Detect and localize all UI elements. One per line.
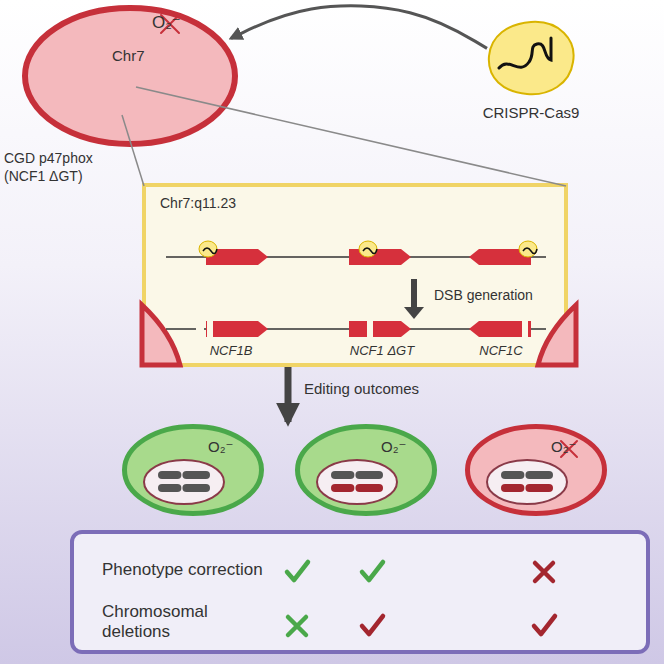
corrected-cell-outline	[125, 427, 262, 514]
node-text: O₂⁻	[152, 13, 202, 33]
node-text: Chr7:q11.23	[160, 195, 290, 212]
chromatid	[355, 484, 383, 492]
row-heading: Phenotype correction	[102, 560, 292, 580]
node-text: O₂⁻	[381, 438, 427, 456]
uncorrected-cell-outline	[468, 427, 605, 514]
chromatid	[182, 484, 210, 492]
outcome-table: Phenotype correctionChromosomal deletion…	[70, 530, 650, 654]
zoom-line	[122, 115, 144, 186]
outcome-arrow	[285, 367, 292, 422]
guide-rna	[499, 38, 551, 68]
arrow-head	[404, 307, 424, 319]
chromatid	[331, 484, 354, 492]
cell-shape	[22, 5, 238, 147]
node-text: O₂⁻	[208, 438, 254, 456]
nucleus	[317, 460, 397, 504]
gene-name: NCF1C	[461, 343, 541, 359]
process-arrow	[411, 279, 417, 309]
nucleus	[144, 460, 224, 504]
corrected-cell-shape	[295, 424, 437, 516]
chromatid	[525, 484, 553, 492]
node-text: CRISPR-Cas9	[461, 104, 601, 122]
gene-name: NCF1B	[191, 343, 271, 359]
cross-mark	[535, 563, 553, 581]
dsb-gap	[522, 318, 528, 340]
cas9-protein	[519, 241, 537, 257]
nucleus	[487, 460, 567, 504]
chromatid	[525, 471, 553, 479]
gene-arrow	[469, 321, 531, 337]
cas9-protein-shape	[485, 18, 577, 98]
corrected-cell-shape	[122, 424, 264, 516]
cell-edge	[142, 305, 180, 365]
node-text: O₂⁻	[551, 438, 597, 456]
node-text: DSB generation	[434, 287, 564, 304]
cas9-outline	[489, 22, 574, 94]
cas9-protein	[199, 241, 217, 257]
dsb-gap	[367, 318, 373, 340]
guide-rna	[363, 248, 377, 254]
guide-rna	[523, 248, 537, 254]
corrected-cell: O₂⁻	[122, 424, 264, 516]
node-text: Chr7	[112, 47, 162, 65]
cell: Chr7 O₂⁻	[22, 5, 238, 147]
dsb-gap	[207, 318, 213, 340]
chromatid	[331, 471, 354, 479]
gene-arrow	[206, 321, 268, 337]
guide-rna	[203, 248, 217, 254]
check-mark	[534, 616, 555, 634]
check-mark	[362, 562, 383, 580]
chromatid	[182, 471, 210, 479]
gene-name: NCF1 ΔGT	[334, 343, 430, 359]
check-mark	[362, 616, 383, 634]
row-heading: Chromosomal deletions	[102, 602, 232, 643]
step-label: Editing outcomes	[304, 380, 454, 399]
chromatid	[158, 484, 181, 492]
cell-edge	[538, 305, 576, 365]
chromatid	[355, 471, 383, 479]
uncorrected-cell-shape	[465, 424, 607, 516]
zoom-panel: Chr7:q11.23DSB generationNCF1B NCF1 ΔGT NC…	[142, 183, 568, 367]
cas9-protein	[359, 241, 377, 257]
chromatid	[501, 471, 524, 479]
chromatid	[158, 471, 181, 479]
gene-arrow	[349, 321, 411, 337]
uncorrected-cell: O₂⁻	[465, 424, 607, 516]
cell-outline	[25, 8, 235, 144]
gene-arrow	[349, 249, 411, 265]
cross-mark	[288, 617, 306, 635]
zoom-panel-shape	[146, 187, 572, 365]
check-mark	[287, 562, 308, 580]
zoom-line	[136, 87, 566, 186]
condition-label: CGD p47phox (NCF1 ΔGT)	[4, 150, 122, 185]
corrected-cell: O₂⁻	[295, 424, 437, 516]
cas9-protein: CRISPR-Cas9	[485, 18, 577, 98]
chromatid	[501, 484, 524, 492]
delivery-arrow	[231, 6, 487, 49]
corrected-cell-outline	[298, 427, 435, 514]
